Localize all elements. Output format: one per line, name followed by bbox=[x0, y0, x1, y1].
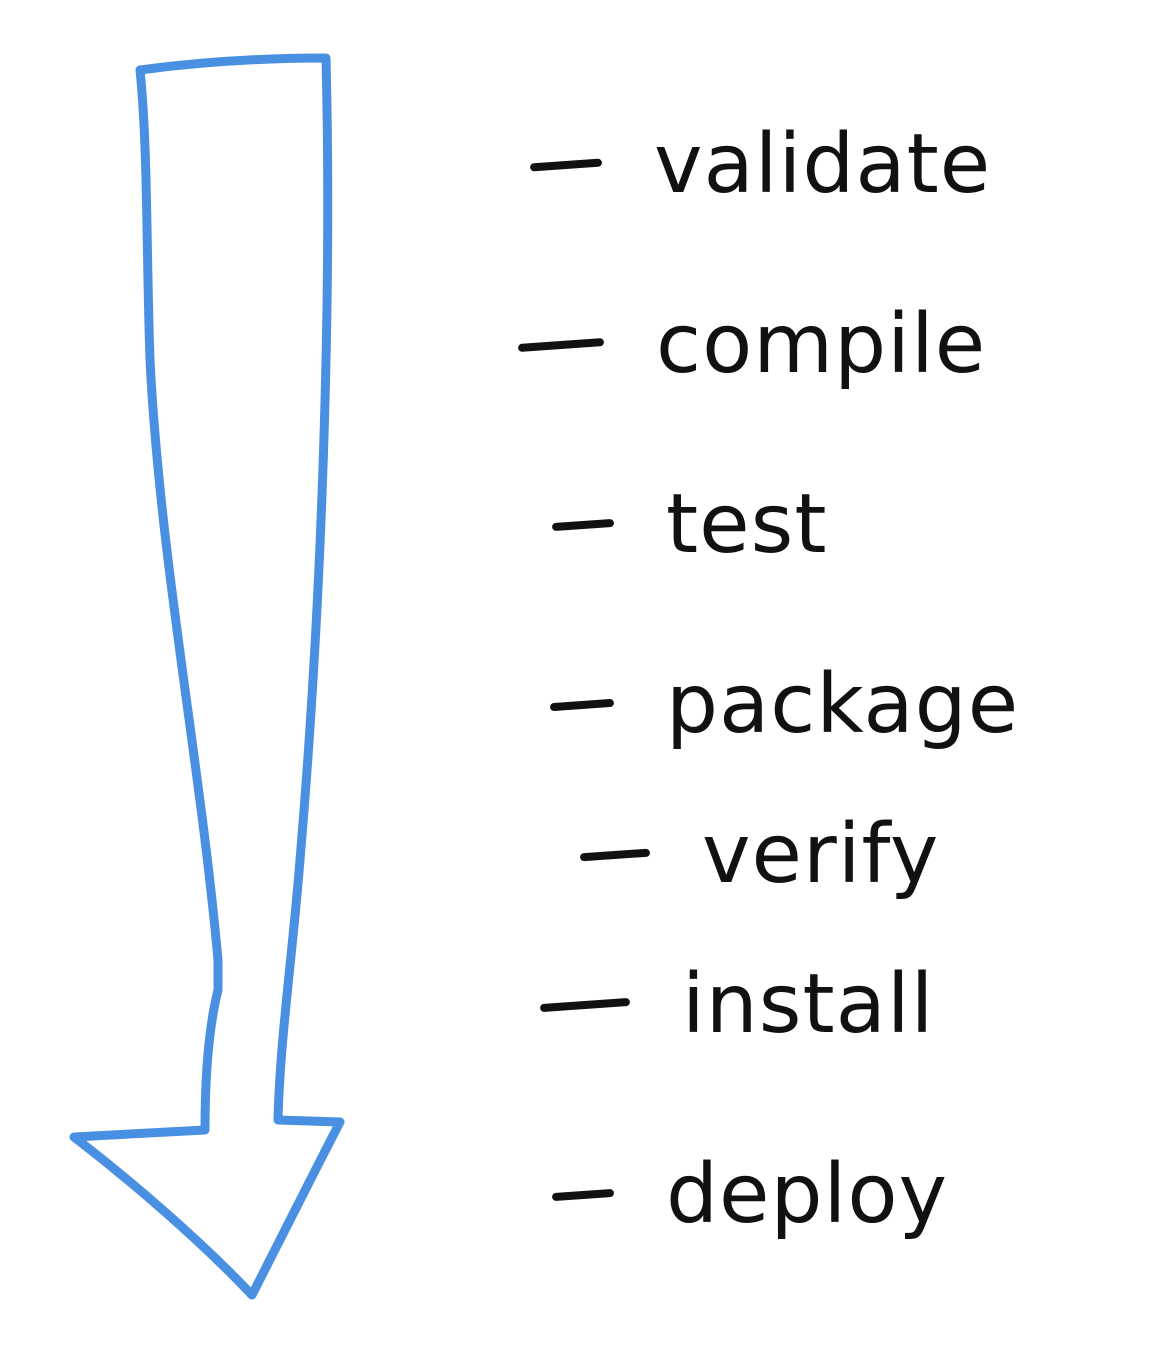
bullet-dash bbox=[579, 848, 651, 862]
list-item: package bbox=[549, 650, 1020, 760]
phase-label-compile: compile bbox=[656, 297, 987, 392]
phase-label-validate: validate bbox=[654, 117, 992, 212]
down-arrow-outline bbox=[69, 53, 345, 1300]
list-item: compile bbox=[517, 290, 987, 400]
list-item: test bbox=[551, 470, 828, 580]
bullet-dash bbox=[551, 1188, 615, 1202]
phase-label-install: install bbox=[682, 957, 935, 1052]
list-item: validate bbox=[529, 110, 992, 220]
list-item: deploy bbox=[551, 1140, 949, 1250]
phase-label-verify: verify bbox=[702, 807, 940, 902]
bullet-dash bbox=[549, 698, 615, 712]
bullet-dash bbox=[517, 338, 605, 352]
list-item: verify bbox=[579, 800, 940, 910]
phase-label-test: test bbox=[666, 477, 828, 572]
bullet-dash bbox=[539, 997, 631, 1013]
phase-label-deploy: deploy bbox=[666, 1147, 949, 1242]
bullet-dash bbox=[529, 158, 603, 172]
phase-label-package: package bbox=[666, 657, 1020, 752]
bullet-dash bbox=[551, 518, 615, 532]
list-item: install bbox=[539, 950, 935, 1060]
